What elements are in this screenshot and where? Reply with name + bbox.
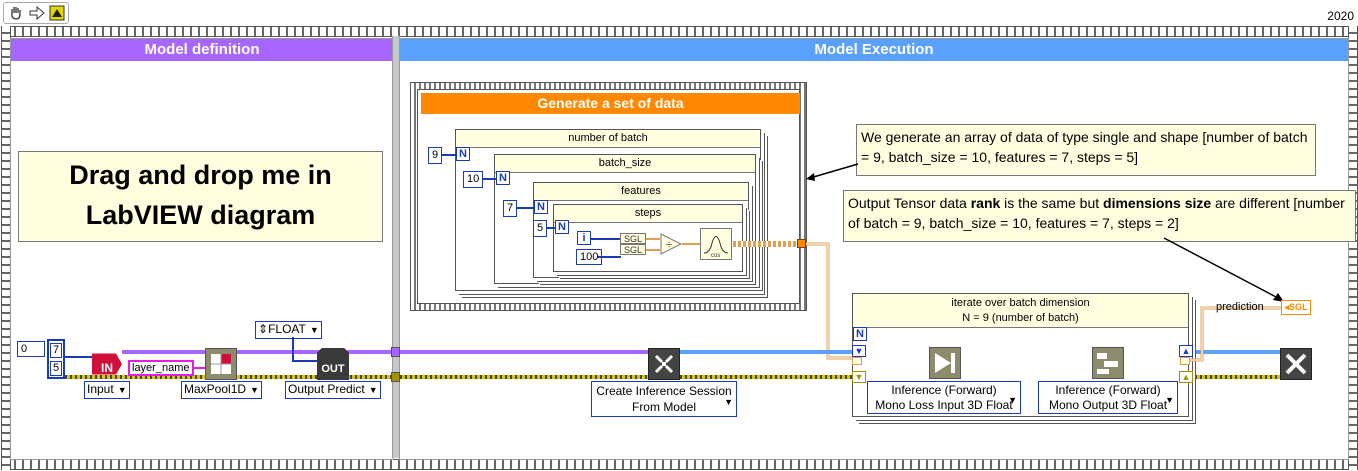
release-session-icon[interactable]: [1280, 348, 1312, 380]
maxpool-ring[interactable]: MaxPool1D▼: [181, 381, 262, 399]
drag-drop-line1: Drag and drop me in: [69, 160, 332, 190]
sgl-convert-1[interactable]: SGL: [620, 233, 646, 244]
layer-name-const[interactable]: layer_name: [128, 360, 194, 376]
toolbar-palette[interactable]: [3, 2, 69, 24]
note2-text-c: are different [number of batch = 9, batc…: [848, 195, 1345, 231]
cos-function-icon[interactable]: cos: [700, 228, 732, 260]
prediction-label: prediction: [1216, 301, 1264, 313]
output-predict-ring[interactable]: Output Predict▼: [285, 381, 381, 399]
inference2-line2: Mono Output 3D Float: [1048, 398, 1168, 412]
array-const[interactable]: 7 5: [47, 339, 65, 379]
frame-top: [2, 26, 1356, 37]
output-tunnel[interactable]: [797, 239, 806, 248]
create-session-line1: Create Inference Session: [596, 384, 732, 398]
iterate-label-line2: N = 9 (number of batch): [962, 312, 1079, 324]
array-value-2[interactable]: 5: [50, 361, 62, 376]
iterate-label-line1: iterate over batch dimension: [951, 297, 1090, 309]
array-value-1[interactable]: 7: [50, 343, 62, 358]
prediction-indicator[interactable]: ◂SGL: [1281, 300, 1311, 315]
tunnel-purple: [391, 347, 400, 357]
svg-text:cos: cos: [711, 253, 720, 259]
sgl-convert-2[interactable]: SGL: [620, 244, 646, 255]
inference1-line2: Mono Loss Input 3D Float: [875, 398, 1013, 412]
model-execution-header: Model Execution: [400, 39, 1348, 61]
shift-register-left-err[interactable]: ▼: [852, 371, 866, 383]
inference2-line1: Inference (Forward): [1055, 383, 1161, 397]
n-terminal-iterate[interactable]: N: [853, 327, 867, 341]
toolbar: 2020: [0, 0, 1358, 26]
n-terminal-steps[interactable]: N: [555, 220, 569, 234]
iterate-loop-label: iterate over batch dimension N = 9 (numb…: [853, 294, 1188, 328]
in-label: IN: [101, 361, 113, 375]
model-wire-purple-2: [122, 350, 206, 354]
model-definition-header: Model definition: [11, 39, 393, 61]
loop-label-number-of-batch: number of batch: [456, 130, 760, 148]
model-wire-purple: [236, 350, 650, 354]
prediction-wire: [1190, 306, 1282, 362]
input-ring[interactable]: Input▼: [84, 381, 130, 399]
note2-dims: dimensions size: [1103, 195, 1212, 211]
tunnel-error: [391, 372, 400, 382]
shift-register-right[interactable]: ▲: [1179, 345, 1193, 357]
const-steps[interactable]: 5: [533, 220, 548, 237]
index-tunnel: [852, 357, 862, 365]
inference1-line1: Inference (Forward): [891, 383, 997, 397]
note2-arrow: [1163, 237, 1284, 302]
drag-drop-line2: LabVIEW diagram: [85, 200, 316, 230]
loop-label-batch-size: batch_size: [495, 155, 755, 173]
hand-icon[interactable]: [8, 5, 24, 21]
version-label: 2020: [1327, 9, 1354, 23]
const-batch-size[interactable]: 10: [463, 171, 484, 188]
create-session-icon[interactable]: [648, 348, 680, 380]
output-layer-vi[interactable]: OUT: [317, 348, 349, 380]
n-terminal-features[interactable]: N: [534, 200, 548, 214]
frame-right: [1348, 26, 1358, 470]
frame-bottom: [2, 459, 1356, 470]
create-session-ring[interactable]: Create Inference Session From Model ▼: [591, 381, 737, 417]
n-terminal-number-of-batch[interactable]: N: [456, 147, 470, 161]
note-output-rank[interactable]: Output Tensor data rank is the same but …: [843, 190, 1356, 242]
note2-text-b: is the same but: [1000, 195, 1104, 211]
shift-register-right-err[interactable]: ▲: [1179, 371, 1193, 383]
array-index-const[interactable]: 0: [17, 341, 45, 357]
generate-header: Generate a set of data: [421, 93, 800, 114]
inference-loss-icon[interactable]: [929, 347, 961, 379]
n-terminal-batch-size[interactable]: N: [496, 171, 510, 185]
inference-output-icon[interactable]: [1092, 347, 1124, 379]
note-data-shape[interactable]: We generate an array of data of type sin…: [856, 124, 1316, 176]
output-index-tunnel: [1180, 357, 1190, 365]
note2-rank: rank: [970, 195, 1001, 211]
i-terminal: i: [577, 231, 591, 245]
float-ring[interactable]: ⇕FLOAT▼: [255, 321, 322, 339]
drag-drop-note[interactable]: Drag and drop me in LabVIEW diagram: [18, 151, 383, 242]
array-wire: [806, 242, 862, 360]
create-session-line2: From Model: [631, 400, 696, 414]
loop-label-features: features: [534, 183, 748, 201]
svg-text:÷: ÷: [666, 239, 672, 251]
loop-label-steps: steps: [554, 205, 742, 223]
divide-icon[interactable]: ÷: [660, 233, 682, 255]
inference-output-ring[interactable]: Inference (Forward) Mono Output 3D Float…: [1038, 381, 1178, 414]
const-features[interactable]: 7: [503, 200, 518, 217]
const-number-of-batch[interactable]: 9: [428, 147, 443, 164]
input-layer-vi[interactable]: IN: [92, 353, 122, 375]
out-label: OUT: [321, 363, 345, 375]
note2-text-a: Output Tensor data: [848, 195, 971, 211]
maxpool-layer-vi[interactable]: [205, 348, 237, 380]
shift-register-left[interactable]: ▼: [852, 345, 866, 357]
note1-arrow: [806, 163, 859, 181]
run-highlight-icon[interactable]: [49, 5, 65, 21]
inference-loss-ring[interactable]: Inference (Forward) Mono Loss Input 3D F…: [867, 381, 1021, 414]
arrow-icon[interactable]: [29, 6, 45, 20]
